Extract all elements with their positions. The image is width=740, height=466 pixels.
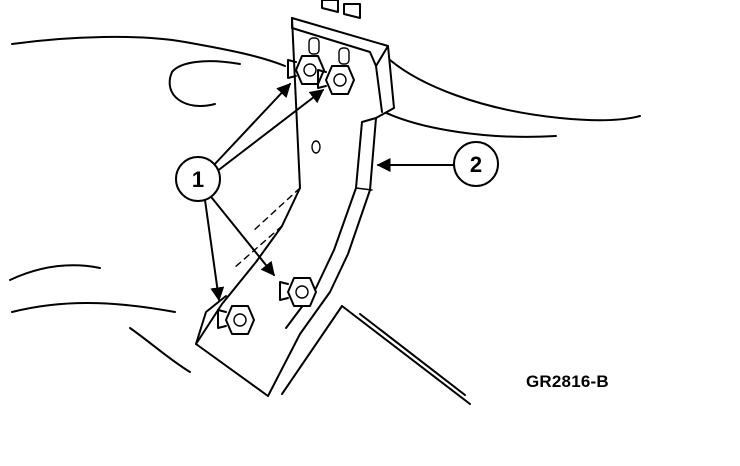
retaining-nut-lower-left [217, 305, 255, 335]
frame-member [281, 305, 471, 405]
body-panel-outlines [9, 35, 641, 373]
figure-code: GR2816-B [526, 372, 609, 391]
retaining-nut-upper-right [317, 65, 355, 95]
callout-2-label: 2 [470, 152, 482, 177]
mounting-bracket [195, 0, 395, 397]
retaining-nut-lower-right [279, 277, 317, 307]
callout-1-circle [175, 156, 221, 202]
callout-1-label: 1 [192, 167, 204, 192]
callout-2: 2 [376, 141, 499, 187]
callout-1: 1 [175, 82, 325, 302]
callout-2-circle [453, 141, 499, 187]
